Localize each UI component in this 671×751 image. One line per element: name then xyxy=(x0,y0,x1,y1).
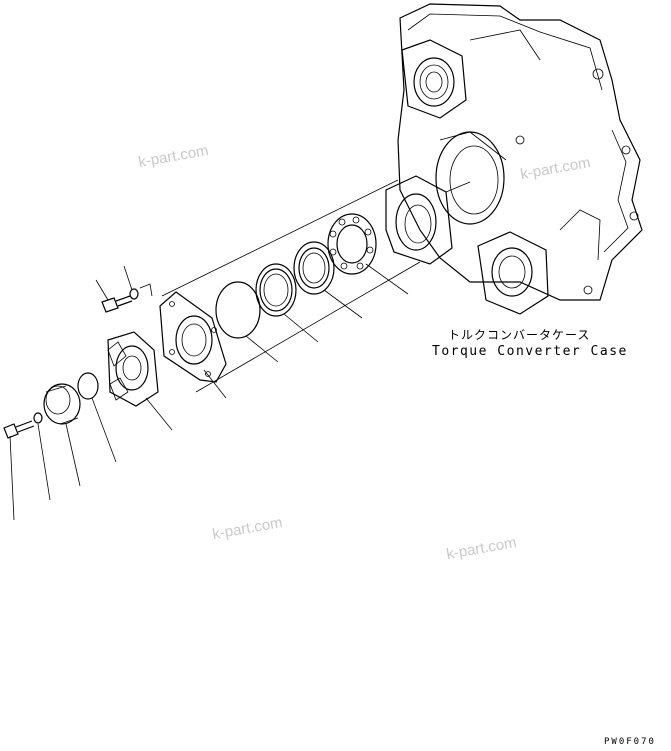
bearing xyxy=(327,213,377,275)
torque-converter-case xyxy=(397,3,643,315)
o-ring xyxy=(215,281,261,339)
coupling-flange xyxy=(107,331,159,407)
upper-bolt xyxy=(101,288,139,313)
cover-block xyxy=(385,175,471,265)
lower-bolt xyxy=(3,412,43,439)
case-label-english: Torque Converter Case xyxy=(432,344,628,359)
retainer-plate xyxy=(159,291,227,383)
case-label-japanese: トルクコンバータケース xyxy=(448,328,591,342)
plate-disc xyxy=(43,383,81,425)
assembly-axis-lines xyxy=(139,179,421,393)
washer-disc xyxy=(77,372,99,400)
leader-lines xyxy=(9,263,409,521)
drawing-code: PW0F070 xyxy=(604,737,656,747)
snap-ring xyxy=(255,263,297,317)
seal-ring xyxy=(293,241,335,295)
